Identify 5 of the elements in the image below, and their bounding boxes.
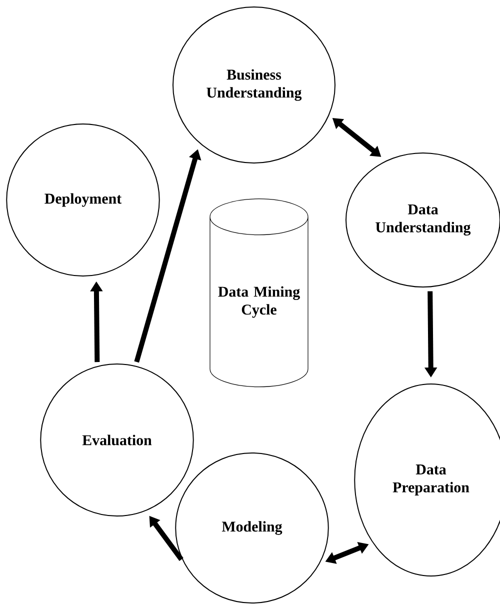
- cylinder: Data Mining Cycle: [210, 198, 308, 388]
- ellipse-node: Deployment: [6, 124, 160, 276]
- ellipse-node: Modeling: [175, 452, 329, 604]
- ellipse-node: Evaluation: [40, 364, 194, 516]
- ellipse-node: Business Understanding: [172, 6, 336, 164]
